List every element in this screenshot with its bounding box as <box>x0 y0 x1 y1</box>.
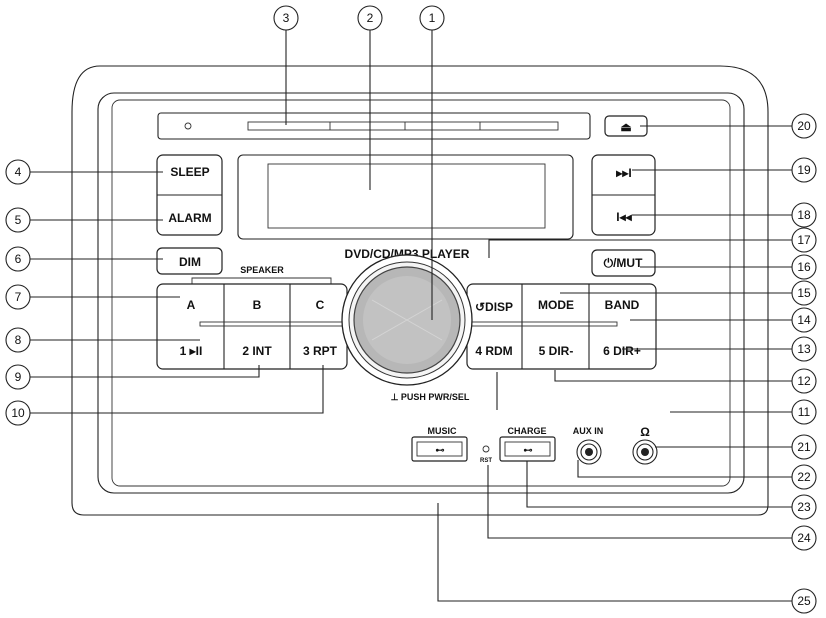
svg-text:24: 24 <box>797 531 811 545</box>
callout-19: 19 <box>791 157 817 183</box>
power-mute-button[interactable]: ⏻/MUT <box>591 249 656 277</box>
reset-label: RST <box>480 458 492 464</box>
eject-button[interactable]: ⏏ <box>604 115 648 137</box>
band-button[interactable]: BAND <box>605 298 640 312</box>
callout-18: 18 <box>791 202 817 228</box>
svg-text:25: 25 <box>797 594 811 608</box>
sleep-button[interactable]: SLEEP <box>170 165 209 179</box>
callout-8: 8 <box>5 327 31 353</box>
svg-text:17: 17 <box>797 233 811 247</box>
callout-6: 6 <box>5 246 31 272</box>
callout-7: 7 <box>5 284 31 310</box>
usb-charge-port[interactable]: ⊷ <box>499 436 556 462</box>
svg-text:DIM: DIM <box>179 255 201 269</box>
usb-music-port[interactable]: ⊷ <box>411 436 468 462</box>
callout-14: 14 <box>791 307 817 333</box>
usb-icon: ⊷ <box>524 445 533 455</box>
aux-in-label: AUX IN <box>573 426 604 436</box>
svg-text:⏻/MUT: ⏻/MUT <box>604 256 643 270</box>
svg-text:11: 11 <box>798 405 811 419</box>
speaker-a-button[interactable]: A <box>187 298 196 312</box>
svg-text:4: 4 <box>15 165 22 179</box>
speaker-b-button[interactable]: B <box>253 298 262 312</box>
callout-15: 15 <box>791 280 817 306</box>
callout-3: 3 <box>273 5 299 31</box>
push-pwr-sel-label: ⊥ PUSH PWR/SEL <box>391 392 470 402</box>
alarm-button[interactable]: ALARM <box>168 211 211 225</box>
callout-11: 11 <box>791 399 817 425</box>
volume-knob[interactable] <box>341 254 473 386</box>
svg-text:10: 10 <box>11 406 25 420</box>
player-label: DVD/CD/MP3 PLAYER <box>345 247 470 261</box>
callout-22: 22 <box>791 464 817 490</box>
aux-in-jack[interactable] <box>576 439 602 465</box>
svg-text:16: 16 <box>797 260 811 274</box>
speaker-c-button[interactable]: C <box>316 298 325 312</box>
callout-4: 4 <box>5 159 31 185</box>
svg-text:7: 7 <box>15 290 22 304</box>
svg-text:6: 6 <box>15 252 22 266</box>
svg-text:⏏: ⏏ <box>620 120 632 134</box>
dir-plus-button[interactable]: 6 DIR+ <box>603 344 641 358</box>
callout-10: 10 <box>5 400 31 426</box>
svg-text:3: 3 <box>283 11 290 25</box>
disc-slot <box>247 121 559 131</box>
random-button[interactable]: 4 RDM <box>475 344 512 358</box>
usb-icon: ⊷ <box>436 445 445 455</box>
svg-text:5: 5 <box>15 213 22 227</box>
display-screen <box>267 163 546 229</box>
next-track-button[interactable]: ▸▸I <box>615 166 631 180</box>
repeat-button[interactable]: 3 RPT <box>303 344 338 358</box>
callout-12: 12 <box>791 368 817 394</box>
svg-text:14: 14 <box>797 313 811 327</box>
svg-text:2: 2 <box>367 11 374 25</box>
prev-track-button[interactable]: I◂◂ <box>616 210 632 224</box>
callout-24: 24 <box>791 525 817 551</box>
headphone-icon: Ω <box>640 425 650 439</box>
callout-2: 2 <box>357 5 383 31</box>
svg-text:1: 1 <box>429 11 436 25</box>
callout-16: 16 <box>791 254 817 280</box>
svg-text:12: 12 <box>797 374 811 388</box>
reset-hole[interactable] <box>482 445 490 453</box>
svg-text:23: 23 <box>797 500 811 514</box>
svg-text:20: 20 <box>797 119 811 133</box>
callout-17: 17 <box>791 227 817 253</box>
callout-20: 20 <box>791 113 817 139</box>
svg-text:21: 21 <box>797 440 811 454</box>
callout-23: 23 <box>791 494 817 520</box>
svg-text:18: 18 <box>797 208 811 222</box>
usb-music-label: MUSIC <box>428 426 458 436</box>
svg-text:22: 22 <box>797 470 811 484</box>
outer-housing <box>71 65 769 516</box>
callout-9: 9 <box>5 364 31 390</box>
display-frame <box>237 154 574 240</box>
mode-button[interactable]: MODE <box>538 298 574 312</box>
svg-text:8: 8 <box>15 333 22 347</box>
slot-indicator <box>184 122 192 130</box>
svg-text:19: 19 <box>797 163 811 177</box>
dir-minus-button[interactable]: 5 DIR- <box>539 344 574 358</box>
svg-text:9: 9 <box>15 370 22 384</box>
disc-slot-frame <box>157 112 591 140</box>
leader-lines <box>30 30 792 602</box>
svg-text:13: 13 <box>797 342 811 356</box>
callout-25: 25 <box>791 588 817 614</box>
headphone-jack[interactable] <box>632 439 658 465</box>
speaker-label: SPEAKER <box>240 265 284 275</box>
dim-button[interactable]: DIM <box>156 247 223 275</box>
intro-button[interactable]: 2 INT <box>242 344 272 358</box>
callout-5: 5 <box>5 207 31 233</box>
usb-charge-label: CHARGE <box>507 426 546 436</box>
display-button[interactable]: ↺DISP <box>475 300 513 314</box>
callout-13: 13 <box>791 336 817 362</box>
callout-1: 1 <box>419 5 445 31</box>
play-pause-button[interactable]: 1 ▸II <box>180 344 203 358</box>
callout-21: 21 <box>791 434 817 460</box>
svg-text:15: 15 <box>797 286 811 300</box>
